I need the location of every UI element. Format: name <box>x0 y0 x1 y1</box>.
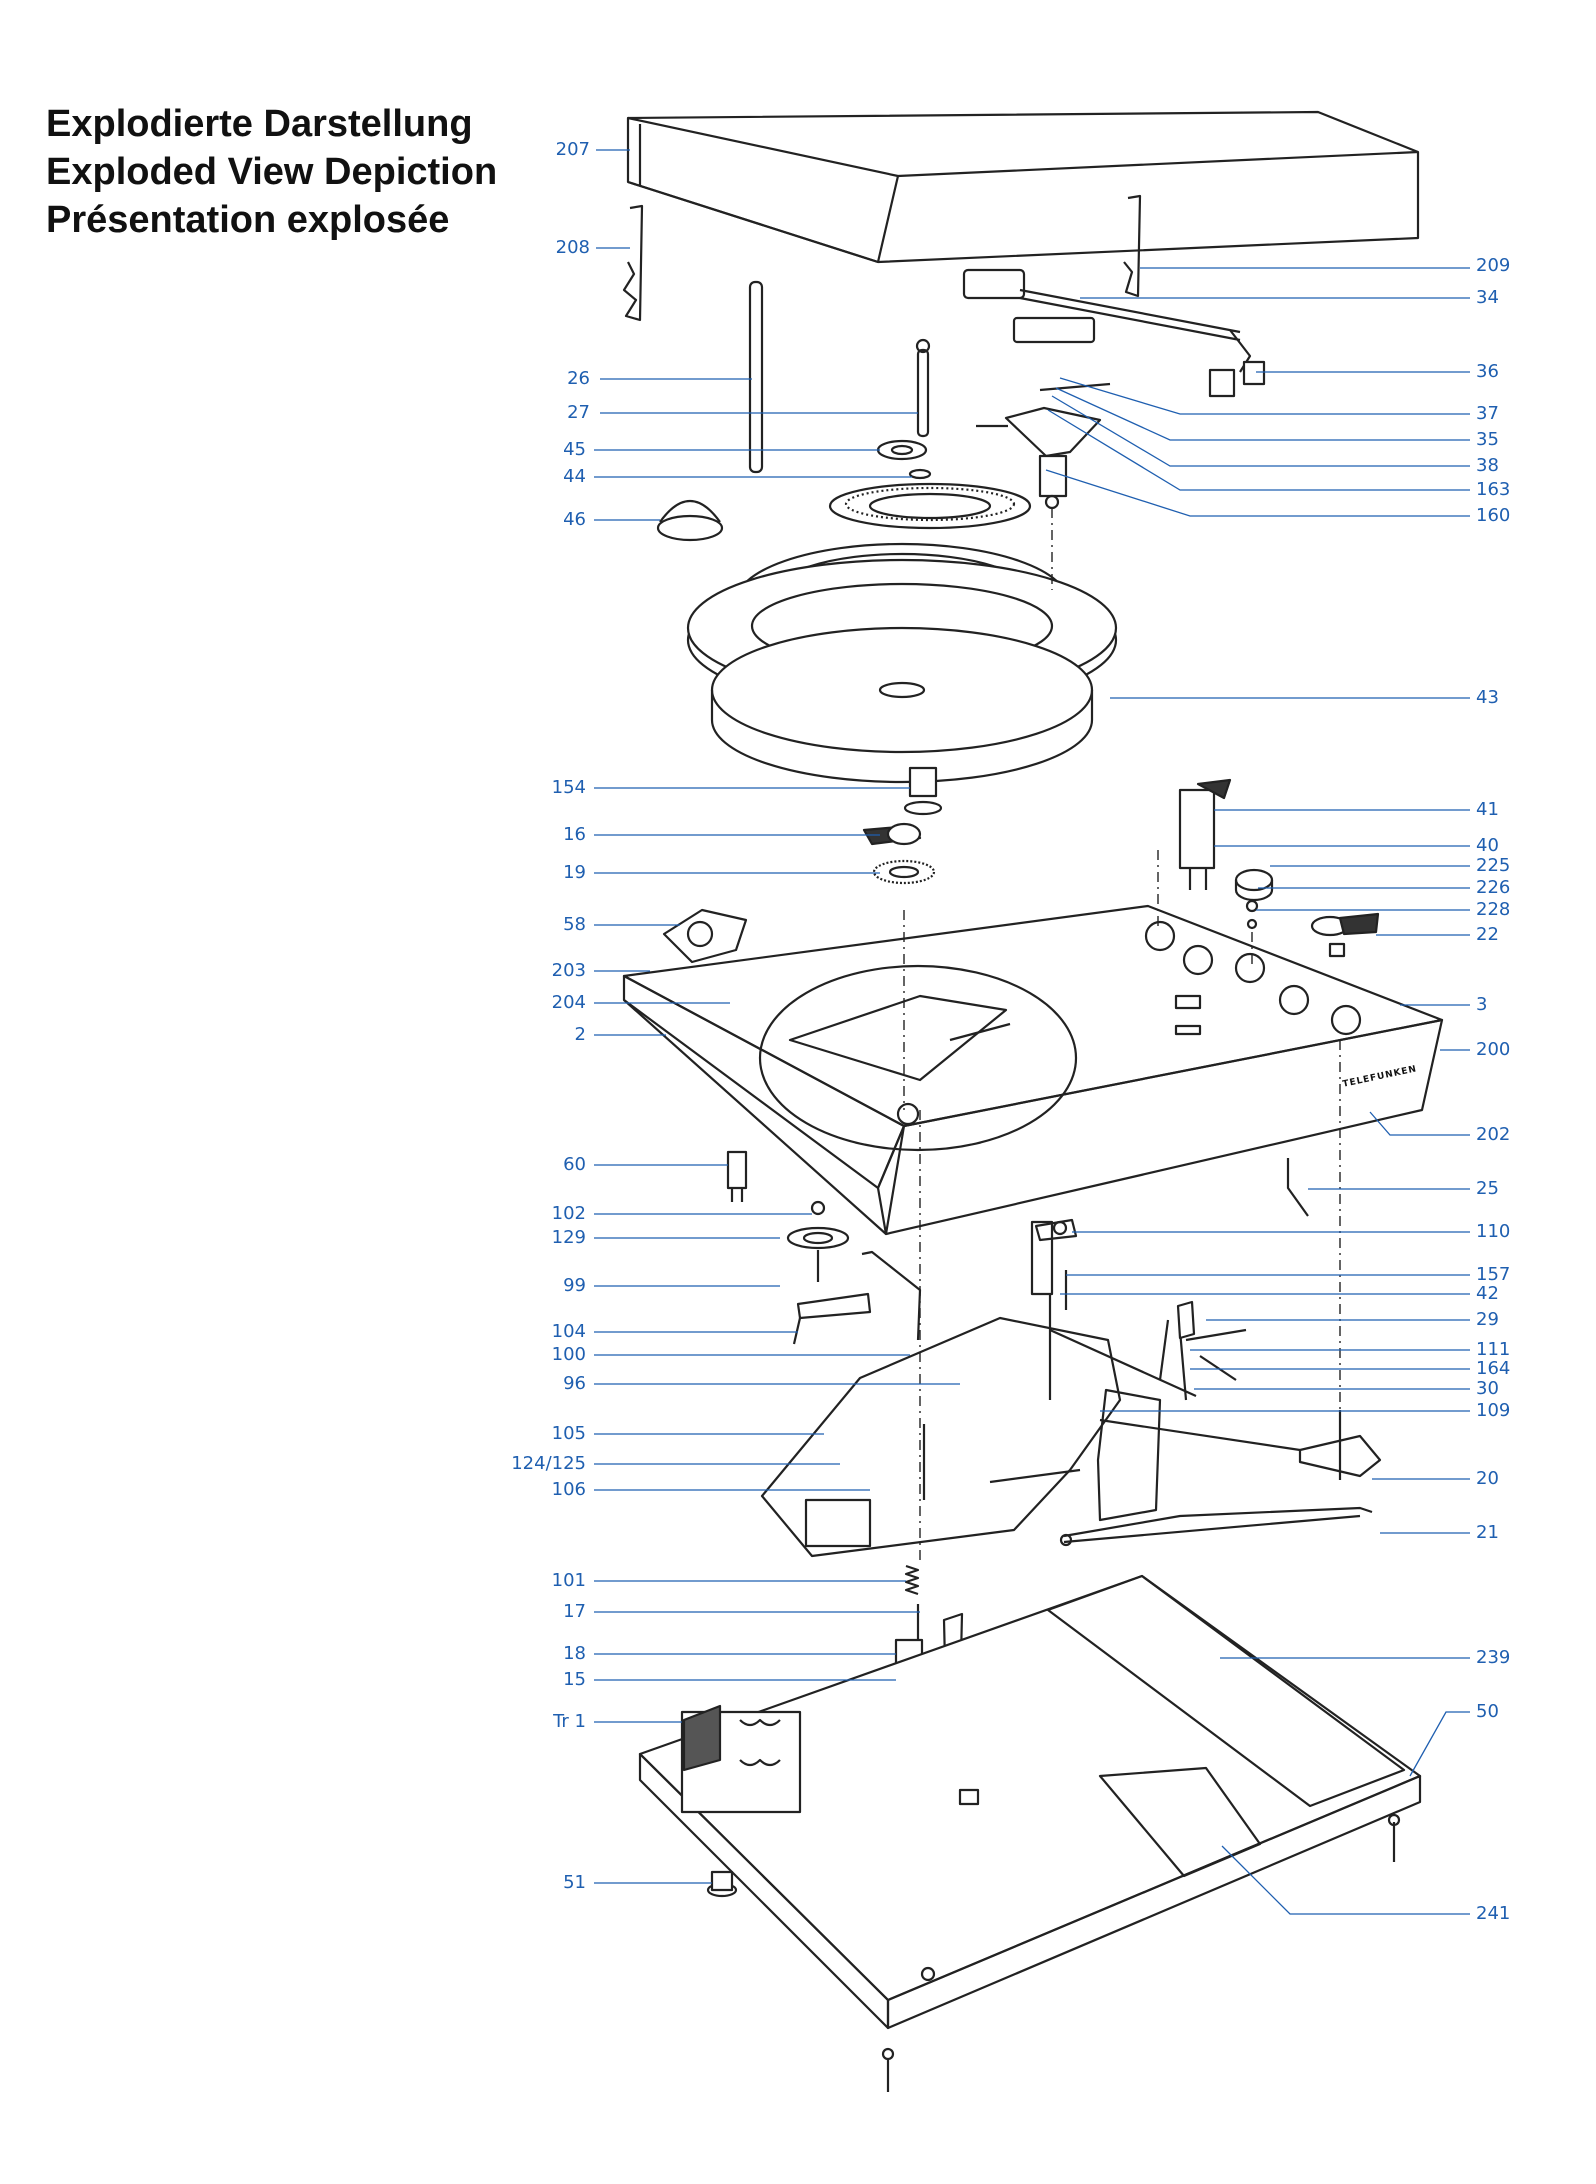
mechanism-chassis <box>760 1218 1382 1558</box>
label-228: 228 <box>1476 899 1511 920</box>
label-22: 22 <box>1476 924 1499 945</box>
label-25: 25 <box>1476 1178 1499 1199</box>
platter <box>686 558 1118 784</box>
label-102: 102 <box>551 1203 586 1224</box>
label-124-125: 124/125 <box>511 1453 586 1474</box>
label-109: 109 <box>1476 1400 1511 1421</box>
label-200: 200 <box>1476 1039 1511 1060</box>
feet <box>706 1813 1401 2092</box>
label-99: 99 <box>563 1275 586 1296</box>
label-51: 51 <box>563 1872 586 1893</box>
part-25-wire <box>1286 1158 1309 1217</box>
label-29: 29 <box>1476 1309 1499 1330</box>
label-106: 106 <box>551 1479 586 1500</box>
label-2: 2 <box>574 1024 586 1045</box>
leader-lines <box>594 149 1470 1915</box>
label-40: 40 <box>1476 835 1499 856</box>
part-58 <box>662 908 748 964</box>
label-207: 207 <box>555 139 590 160</box>
label-160: 160 <box>1476 505 1511 526</box>
part-45 <box>876 439 928 461</box>
spindle-27 <box>915 338 931 438</box>
label-202: 202 <box>1476 1124 1511 1145</box>
label-41: 41 <box>1476 799 1499 820</box>
part-60-plug <box>726 1150 748 1202</box>
label-46: 46 <box>563 509 586 530</box>
label-18: 18 <box>563 1643 586 1664</box>
label-30: 30 <box>1476 1378 1499 1399</box>
label-241: 241 <box>1476 1903 1511 1924</box>
label-154: 154 <box>551 777 586 798</box>
label-157: 157 <box>1476 1264 1511 1285</box>
label-43: 43 <box>1476 687 1499 708</box>
label-27: 27 <box>567 402 590 423</box>
label-20: 20 <box>1476 1468 1499 1489</box>
label-35: 35 <box>1476 429 1499 450</box>
label-3: 3 <box>1476 994 1488 1015</box>
label-111: 111 <box>1476 1339 1511 1360</box>
label-129: 129 <box>551 1227 586 1248</box>
label-42: 42 <box>1476 1283 1499 1304</box>
label-19: 19 <box>563 862 586 883</box>
label-37: 37 <box>1476 403 1499 424</box>
label-164: 164 <box>1476 1358 1511 1379</box>
label-60: 60 <box>563 1154 586 1175</box>
tonearm-assembly <box>962 268 1266 510</box>
hinge-right <box>1123 194 1142 298</box>
spindle-26 <box>748 280 764 474</box>
assembly-axes <box>903 508 1341 1560</box>
label-239: 239 <box>1476 1647 1511 1668</box>
label-17: 17 <box>563 1601 586 1622</box>
hinge-left <box>622 204 644 322</box>
label-163: 163 <box>1476 479 1511 500</box>
label-104: 104 <box>551 1321 586 1342</box>
title-english: Exploded View Depiction <box>46 151 498 193</box>
chassis-top-plate <box>622 904 1444 1236</box>
drive-parts <box>862 766 943 885</box>
dust-cover <box>626 110 1420 264</box>
label-38: 38 <box>1476 455 1499 476</box>
label-226: 226 <box>1476 877 1511 898</box>
label-50: 50 <box>1476 1701 1499 1722</box>
base-plate <box>638 1574 1422 2030</box>
label-21: 21 <box>1476 1522 1499 1543</box>
label-105: 105 <box>551 1423 586 1444</box>
label-15: 15 <box>563 1669 586 1690</box>
label-26: 26 <box>567 368 590 389</box>
label-204: 204 <box>551 992 586 1013</box>
label-58: 58 <box>563 914 586 935</box>
motor-pulley-parts <box>786 1200 922 1345</box>
label-96: 96 <box>563 1373 586 1394</box>
label-16: 16 <box>563 824 586 845</box>
transformer <box>680 1704 802 1814</box>
label-36: 36 <box>1476 361 1499 382</box>
label-tr1: Tr 1 <box>553 1711 586 1732</box>
title-german: Explodierte Darstellung <box>46 103 473 145</box>
label-44: 44 <box>563 466 586 487</box>
label-45: 45 <box>563 439 586 460</box>
part-44 <box>908 468 932 480</box>
label-101: 101 <box>551 1570 586 1591</box>
label-100: 100 <box>551 1344 586 1365</box>
strobe-disc <box>828 482 1032 530</box>
control-knobs <box>1178 778 1380 958</box>
title-french: Présentation explosée <box>46 199 450 241</box>
label-208: 208 <box>555 237 590 258</box>
label-203: 203 <box>551 960 586 981</box>
label-34: 34 <box>1476 287 1499 308</box>
part-46-adapter <box>656 499 724 542</box>
label-110: 110 <box>1476 1221 1511 1242</box>
label-225: 225 <box>1476 855 1511 876</box>
label-209: 209 <box>1476 255 1511 276</box>
